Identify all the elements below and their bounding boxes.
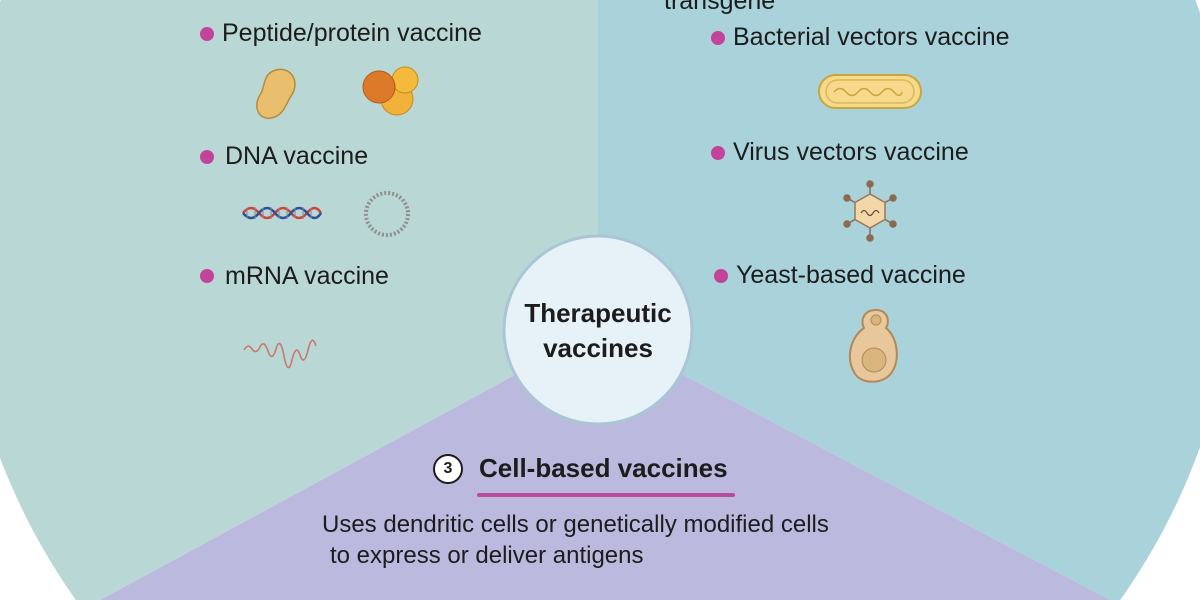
bullet-dot <box>714 269 728 283</box>
item-yeast-based: Yeast-based vaccine <box>736 261 966 289</box>
item-bacterial-vectors: Bacterial vectors vaccine <box>733 23 1010 51</box>
bullet-dot <box>200 150 214 164</box>
item-mrna: mRNA vaccine <box>225 262 389 290</box>
item-virus-vectors: Virus vectors vaccine <box>733 138 969 166</box>
protein-cluster-icon <box>362 66 419 116</box>
dna-helix-icon <box>242 206 323 220</box>
bullet-dot <box>200 27 214 41</box>
section-description-line1: Uses dendritic cells or genetically modi… <box>322 511 829 538</box>
bottom-sector <box>100 330 1110 600</box>
plasmid-icon <box>364 191 410 237</box>
section-title-underline <box>477 493 735 497</box>
section-title: Cell-based vaccines <box>479 453 728 483</box>
right-sector <box>598 0 1200 600</box>
section-number-badge: 3 <box>433 454 463 484</box>
bullet-dot <box>711 146 725 160</box>
right-heading-fragment: transgene <box>664 0 776 15</box>
bullet-dot <box>200 269 214 283</box>
section-description-line2: to express or deliver antigens <box>330 542 644 569</box>
center-circle <box>502 234 694 426</box>
item-peptide-protein: Peptide/protein vaccine <box>222 19 482 47</box>
virus-icon <box>843 180 897 242</box>
bacterium-icon <box>818 74 922 109</box>
mrna-strand-icon <box>243 339 317 369</box>
left-sector <box>0 0 598 600</box>
item-dna: DNA vaccine <box>225 142 369 170</box>
bullet-dot <box>711 31 725 45</box>
bean-protein-icon <box>256 68 296 119</box>
center-label-line1: Therapeutic <box>524 298 672 328</box>
yeast-cell-icon <box>848 308 898 383</box>
center-label-line2: vaccines <box>543 333 653 363</box>
center-label: Therapeutic vaccines <box>503 296 693 366</box>
